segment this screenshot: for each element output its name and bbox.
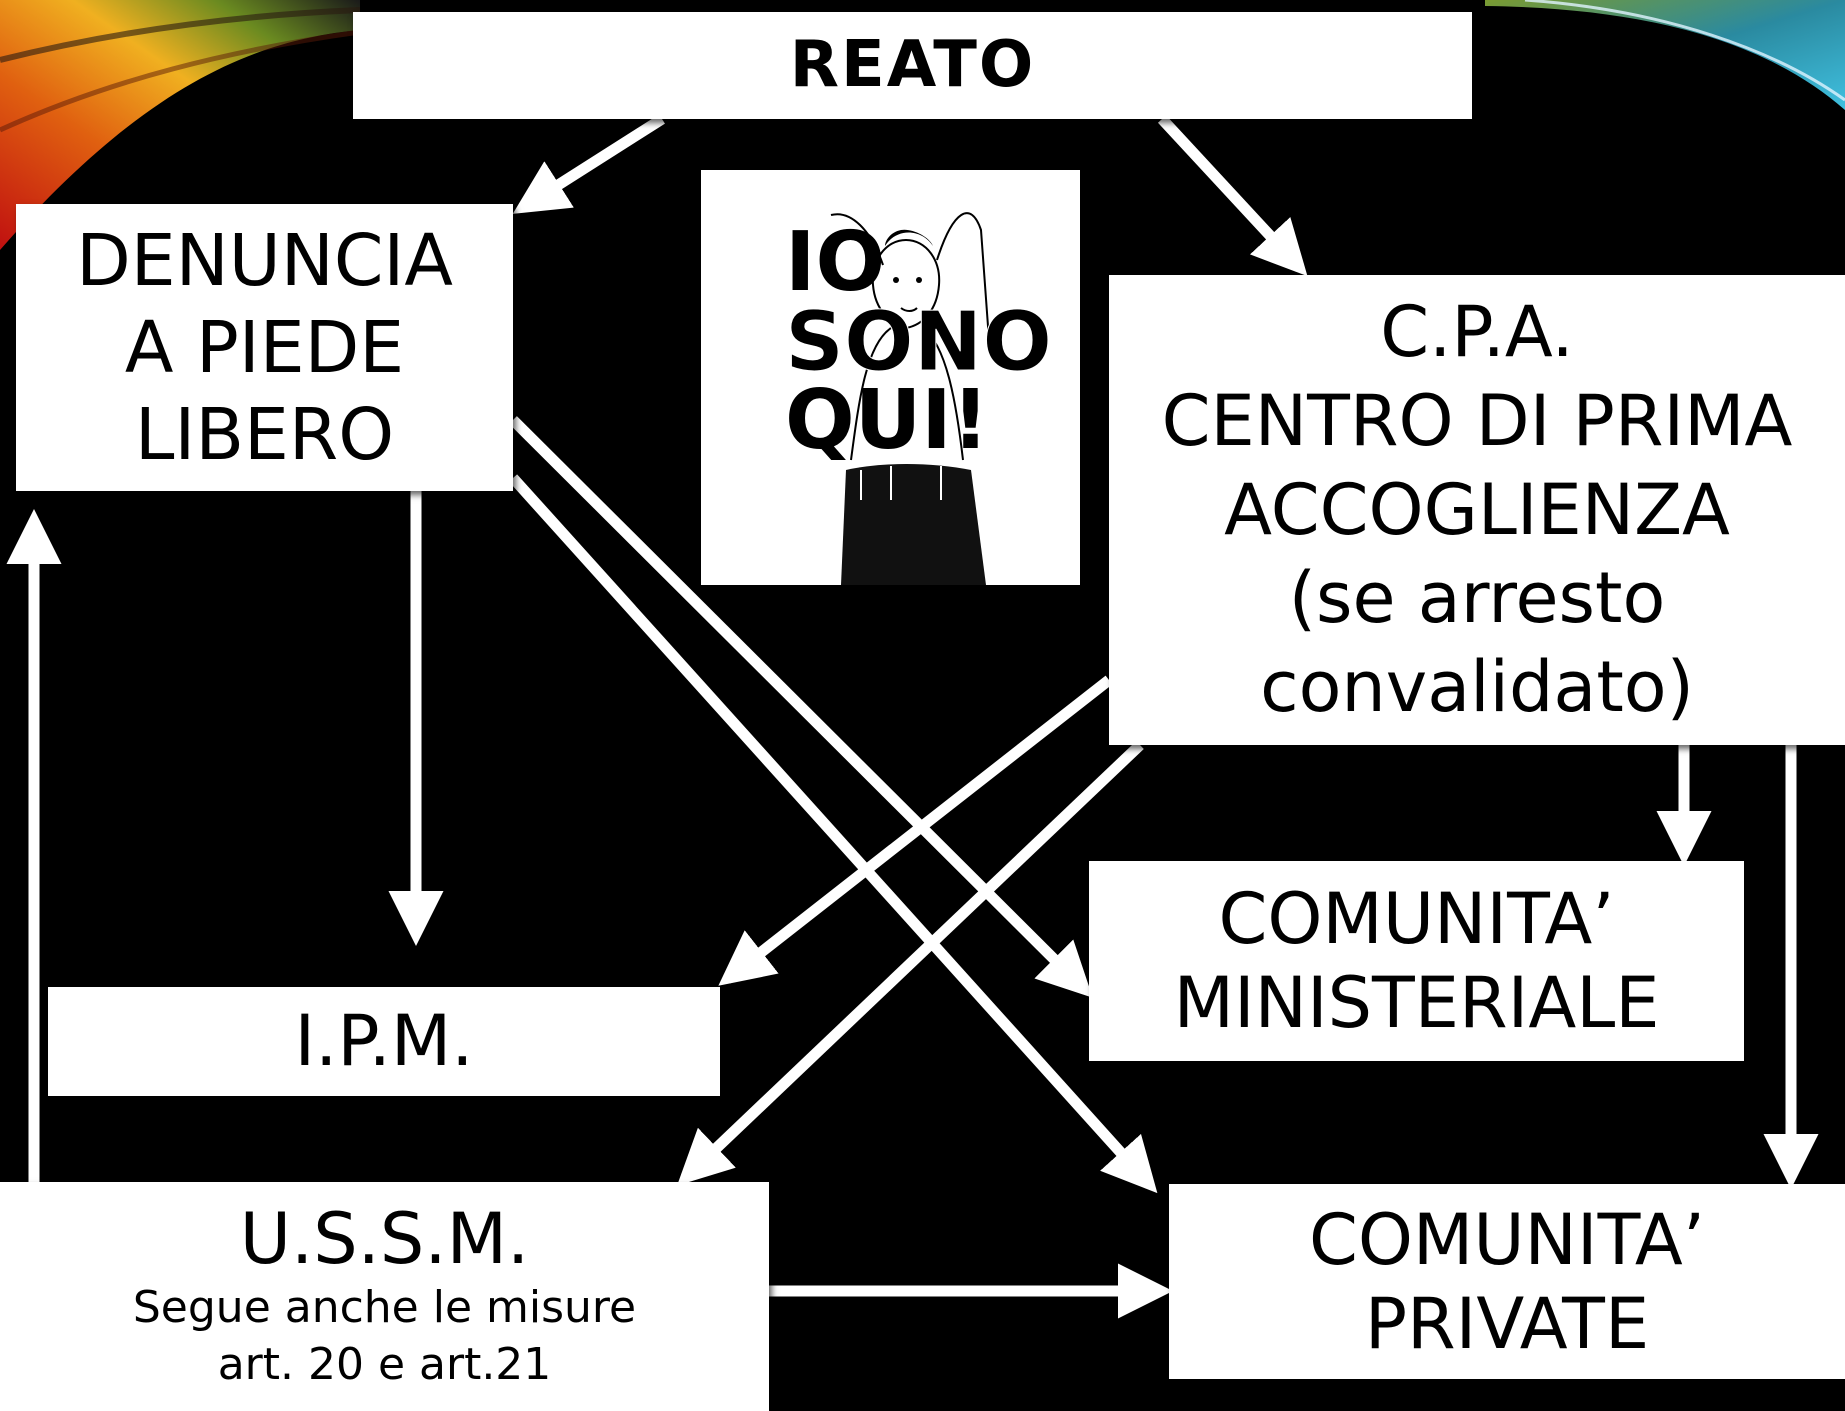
arrow-reato-to-denuncia [512, 114, 665, 214]
ministeriale-line-1: COMUNITA’ [1218, 878, 1615, 960]
denuncia-box: DENUNCIA A PIEDE LIBERO [16, 204, 513, 491]
comunita-private-box: COMUNITA’ PRIVATE [1169, 1184, 1845, 1379]
private-line-2: PRIVATE [1364, 1282, 1650, 1365]
arrow-denuncia-to-private [508, 474, 1158, 1194]
poster-text-io: IO [785, 215, 885, 310]
poster-illustration: IO SONO QUI! [701, 170, 1080, 585]
denuncia-line-1: DENUNCIA [76, 218, 453, 302]
arrow-reato-to-cpa [1157, 115, 1308, 277]
reato-label: REATO [789, 28, 1036, 103]
cpa-box: C.P.A. CENTRO DI PRIMA ACCOGLIENZA (se a… [1109, 275, 1845, 745]
cpa-line-1: C.P.A. [1380, 290, 1574, 373]
cpa-line-2: CENTRO DI PRIMA [1161, 379, 1793, 462]
ministeriale-line-2: MINISTERIALE [1173, 962, 1660, 1044]
ussm-sub-line-2: art. 20 e art.21 [217, 1338, 552, 1390]
cpa-line-4: (se arresto [1288, 557, 1666, 640]
poster-text-sono: SONO [785, 295, 1052, 390]
comunita-ministeriale-box: COMUNITA’ MINISTERIALE [1089, 861, 1744, 1061]
ipm-box: I.P.M. [48, 987, 720, 1096]
cpa-line-5: convalidato) [1260, 646, 1694, 729]
private-line-1: COMUNITA’ [1308, 1198, 1706, 1281]
denuncia-line-3: LIBERO [134, 393, 395, 477]
reato-box: REATO [353, 12, 1472, 119]
rainbow-decoration-left [0, 0, 360, 250]
poster-text-qui: QUI! [785, 373, 989, 468]
arrow-cpa-to-ussm [677, 741, 1144, 1186]
arrow-cpa-to-ipm [718, 675, 1113, 986]
denuncia-line-2: A PIEDE [124, 305, 405, 389]
ussm-sub-line-1: Segue anche le misure [132, 1281, 637, 1333]
io-sono-qui-poster: IO SONO QUI! [701, 170, 1080, 585]
ussm-title: U.S.S.M. [239, 1198, 530, 1281]
cpa-line-3: ACCOGLIENZA [1224, 468, 1730, 551]
ussm-box: U.S.S.M. Segue anche le misure art. 20 e… [0, 1182, 769, 1411]
rainbow-decoration-right [1485, 0, 1845, 110]
ipm-label: I.P.M. [294, 1000, 474, 1082]
